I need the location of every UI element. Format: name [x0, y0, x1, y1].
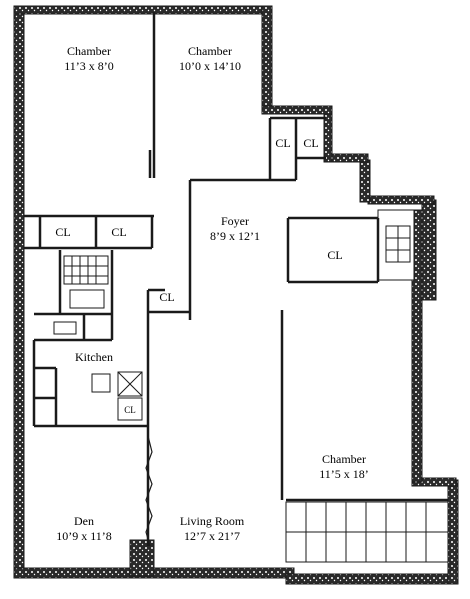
interior-walls	[24, 12, 448, 546]
room-dimensions: 11’3 x 8’0	[64, 59, 114, 73]
closet-label: CL	[159, 290, 175, 304]
room-name: Kitchen	[75, 350, 113, 364]
room-dimensions: 10’9 x 11’8	[56, 529, 112, 543]
room-dimensions: 11’5 x 18’	[319, 467, 369, 481]
closet-label: CL	[124, 405, 136, 415]
window-bank	[285, 225, 449, 563]
room-name: Living Room	[179, 514, 245, 528]
room-dimensions: 10’0 x 14’10	[179, 59, 241, 73]
room-foyer: Foyer 8’9 x 12’1	[196, 214, 274, 244]
room-chamber-nw: Chamber 11’3 x 8’0	[48, 44, 130, 74]
room-chamber-se: Chamber 11’5 x 18’	[304, 452, 384, 482]
room-dimensions: 8’9 x 12’1	[210, 229, 260, 243]
room-name: Chamber	[67, 44, 111, 58]
room-name: Chamber	[188, 44, 232, 58]
kitchen-fixtures	[53, 255, 143, 421]
room-den: Den 10’9 x 11’8	[46, 514, 122, 544]
closet-label: CL	[111, 225, 127, 239]
closet-label: CL	[275, 136, 291, 150]
closet-label: CL	[55, 225, 71, 239]
room-living-room: Living Room 12’7 x 21’7	[166, 514, 258, 544]
folding-partition	[145, 435, 153, 547]
closet-label: CL	[303, 136, 319, 150]
room-name: Chamber	[322, 452, 366, 466]
room-name: Den	[74, 514, 94, 528]
exterior-walls	[13, 5, 459, 585]
room-name: Foyer	[221, 214, 249, 228]
room-kitchen: Kitchen	[62, 350, 126, 365]
room-chamber-n: Chamber 10’0 x 14’10	[168, 44, 252, 74]
closet-label: CL	[327, 248, 343, 262]
room-dimensions: 12’7 x 21’7	[184, 529, 240, 543]
